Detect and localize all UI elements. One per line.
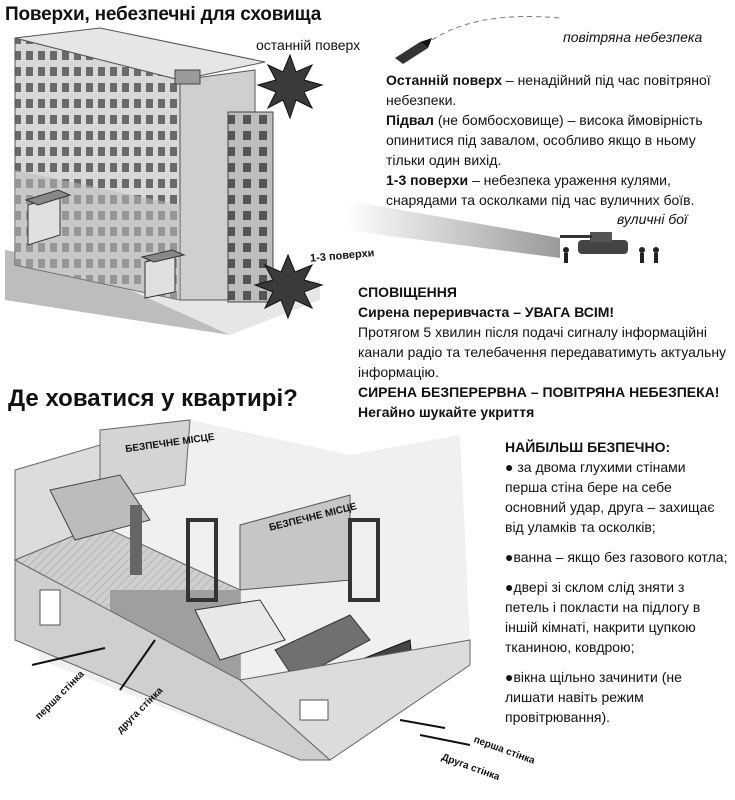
danger-item-top-floor: Останній поверх – ненадійний під час пов… (386, 70, 716, 110)
soldiers-icon (563, 247, 659, 263)
danger-item-top-floor-title: Останній поверх (386, 72, 502, 88)
safest-bullet-walls: ● за двома глухими стінами перша стіна б… (505, 459, 715, 535)
safest-bullet-doors: ●двері зі склом слід зняти з петель і по… (505, 579, 701, 655)
street-battle-beam (345, 200, 560, 258)
alerts-intermittent-siren: Сирена переривчаста – УВАГА ВСІМ! (358, 304, 615, 320)
street-battles-label: вуличні бої (617, 211, 688, 227)
danger-item-floors-1-3-title: 1-3 поверхи (386, 172, 469, 188)
alerts-seek-shelter: Негайно шукайте укриття (358, 404, 535, 420)
safest-bullet-bath: ●ванна – якщо без газового котла; (505, 549, 728, 565)
danger-item-basement-text: (не бомбосховище) – висока ймовірність о… (386, 112, 703, 168)
page-title: Поверхи, небезпечні для сховища (5, 4, 322, 25)
explosion-top-icon (256, 53, 324, 120)
apartment-plan (14, 419, 471, 761)
safest-heading: НАЙБІЛЬШ БЕЗПЕЧНО: (505, 439, 671, 455)
air-danger-label: повітряна небезпека (563, 29, 703, 45)
alerts-continuous-siren: СИРЕНА БЕЗПЕРЕРВНА – ПОВІТРЯНА НЕБЕЗПЕКА… (358, 384, 720, 400)
apartment-section-title: Де ховатися у квартирі? (8, 385, 298, 412)
danger-floors-list: Останній поверх – ненадійний під час пов… (386, 70, 716, 210)
danger-item-floors-1-3-text: – небезпека ураження кулями, снарядами т… (386, 172, 695, 208)
danger-item-top-floor-text: – ненадійний під час повітряної небезпек… (386, 72, 711, 108)
explosion-bottom-icon (253, 253, 324, 320)
alerts-heading: СПОВІЩЕННЯ (358, 284, 457, 300)
top-floor-label: останній поверх (256, 37, 361, 53)
danger-item-floors-1-3: 1-3 поверхи – небезпека ураження кулями,… (386, 170, 716, 210)
safest-places-list: НАЙБІЛЬШ БЕЗПЕЧНО: ● за двома глухими ст… (505, 437, 730, 727)
tank-icon (560, 232, 628, 254)
danger-item-basement: Підвал (не бомбосховище) – висока ймовір… (386, 110, 716, 170)
danger-item-basement-title: Підвал (386, 112, 434, 128)
alerts-info-text: Протягом 5 хвилин після подачі сигналу і… (358, 324, 727, 380)
safest-bullet-windows: ●вікна щільно зачинити (не лишати навіть… (505, 669, 682, 725)
alerts-block: СПОВІЩЕННЯ Сирена переривчаста – УВАГА В… (358, 282, 733, 422)
apartment-building (14, 27, 274, 303)
missile-icon (395, 16, 561, 64)
